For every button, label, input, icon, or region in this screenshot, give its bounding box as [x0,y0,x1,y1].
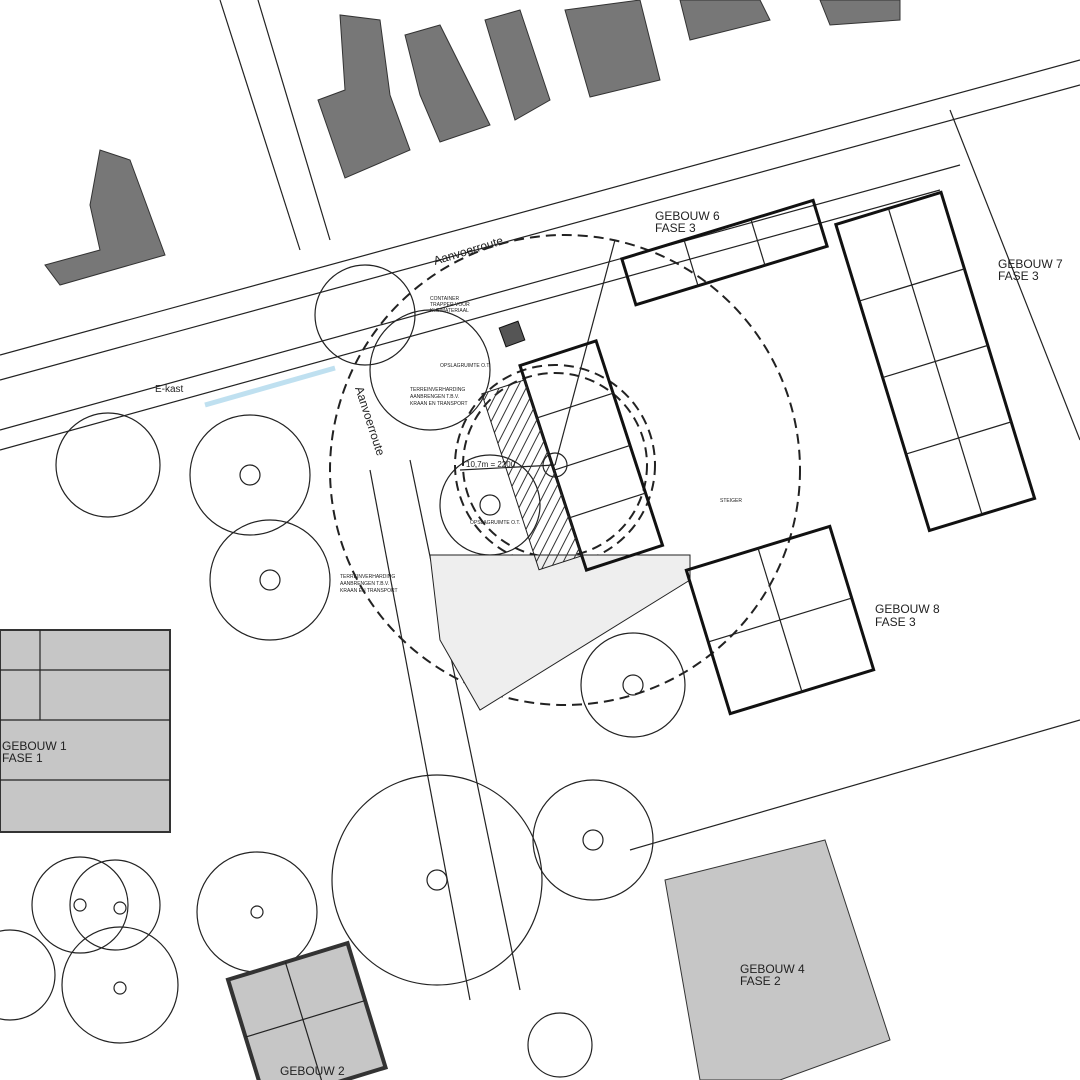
route-label-side: Aanvoerroute [352,385,388,458]
hardening-label-2c: KRAAN EN TRANSPORT [340,588,398,594]
gebouw-1-phase: FASE 1 [2,751,43,765]
roads [0,0,1080,1001]
storage-label-2: OPSLAGRUIMTE O.T. [470,520,520,526]
gebouw-2-label: GEBOUW 2 [280,1064,345,1078]
scaffold-label: STEIGER [720,498,742,504]
container [498,320,526,348]
hardening-label-1: TERREINVERHARDING [410,387,465,393]
hardening-label-2: TERREINVERHARDING [340,574,395,580]
hardening-label-2b: AANBRENGEN T.B.V. [340,581,389,587]
gebouw-8 [684,524,876,716]
building-under-construction [481,338,665,572]
crane-radius [329,234,801,706]
container-label-2: TRAPPER VOOR [430,302,470,308]
gebouw-2 [225,940,389,1080]
trees [0,264,686,1078]
ekast-label: E-kast [155,384,184,395]
container-label: CONTAINER [430,296,459,302]
hardening-label-1c: KRAAN EN TRANSPORT [410,401,468,407]
gebouw-8-phase: FASE 3 [875,615,916,629]
gebouw-4-label: GEBOUW 4 [740,962,805,976]
gebouw-6-phase: FASE 3 [655,221,696,235]
cable-route [204,365,336,408]
gebouw-8-label: GEBOUW 8 [875,602,940,616]
crane-radius-label: 10,7m = 2200 [466,460,516,469]
gebouw-1 [0,629,171,833]
site-hardening [429,554,691,711]
gebouw-6-label: GEBOUW 6 [655,209,720,223]
gebouw-1-label: GEBOUW 1 [2,739,67,753]
route-label-top: Aanvoerroute [432,233,505,268]
hardening-label-1b: AANBRENGEN T.B.V. [410,394,459,400]
neighbour-houses [44,0,901,286]
storage-label-1: OPSLAGRUIMTE O.T. [440,363,490,369]
container-label-3: KLEIMATERIAAL [430,308,469,314]
gebouw-6 [619,198,830,307]
gebouw-7-label: GEBOUW 7 [998,257,1063,271]
gebouw-7 [833,190,1037,533]
gebouw-4 [664,839,891,1080]
gebouw-4-phase: FASE 2 [740,974,781,988]
gebouw-7-phase: FASE 3 [998,269,1039,283]
